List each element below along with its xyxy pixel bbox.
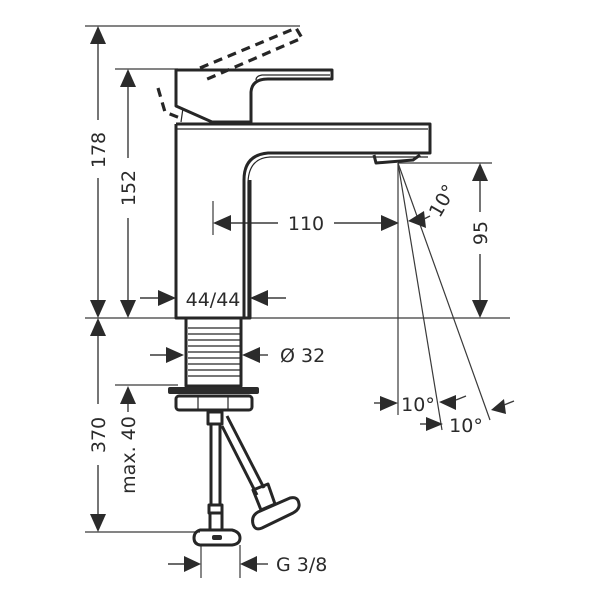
arrow-down-icon xyxy=(472,300,488,318)
arrow-up-icon xyxy=(120,69,136,87)
arrow-up-icon xyxy=(90,318,106,336)
arrow-left-icon xyxy=(439,395,456,410)
faucet-body xyxy=(156,25,432,320)
label-370: 370 xyxy=(88,417,110,453)
arrow-right-icon xyxy=(426,417,443,431)
arrow-left-icon xyxy=(213,215,231,231)
dimension-shank-diameter: Ø 32 xyxy=(150,345,325,367)
dimension-total-height: 178 xyxy=(88,26,110,318)
spout-aerator xyxy=(372,153,421,165)
extension-lines xyxy=(85,25,510,533)
arrow-right-icon xyxy=(380,396,398,411)
dimension-spout-height: 95 xyxy=(470,163,492,318)
label-max-40: max. 40 xyxy=(118,416,140,494)
spray-angle-lines: 10° 10° 10° xyxy=(374,162,515,437)
label-44-44: 44/44 xyxy=(186,289,241,311)
label-152: 152 xyxy=(118,170,140,206)
arrow-left-icon xyxy=(408,211,426,228)
arrow-right-icon xyxy=(184,556,201,572)
hose-nut-angled xyxy=(251,496,301,531)
label-110: 110 xyxy=(288,213,324,235)
dimension-max-counter-thickness: max. 40 xyxy=(118,386,140,494)
arrow-up-icon xyxy=(472,163,488,181)
arrow-up-icon xyxy=(90,26,106,44)
arrow-left-icon xyxy=(242,347,260,363)
arrow-right-icon xyxy=(381,215,399,231)
lever-open-position xyxy=(156,25,305,120)
label-angle-bottom-left: 10° xyxy=(401,394,435,416)
arrow-left-icon xyxy=(491,399,506,414)
label-178: 178 xyxy=(88,132,110,168)
arrow-up-icon xyxy=(120,386,136,404)
label-diameter-32: Ø 32 xyxy=(280,345,325,367)
dimension-connection-thread: G 3/8 xyxy=(168,545,327,578)
label-angle-bottom-right: 10° xyxy=(449,415,483,437)
arrow-down-icon xyxy=(90,514,106,532)
arrow-down-icon xyxy=(90,300,106,318)
label-g-3-8: G 3/8 xyxy=(276,554,327,576)
arrow-left-icon xyxy=(240,556,257,572)
dimension-spout-projection: 110 xyxy=(212,201,399,235)
dimension-base-size: 44/44 xyxy=(140,289,286,311)
threaded-shank xyxy=(184,316,243,388)
arrow-down-icon xyxy=(120,300,136,318)
dimension-below-counter: 370 xyxy=(88,318,110,532)
mounting-nut xyxy=(168,387,259,412)
label-95: 95 xyxy=(470,221,492,245)
lever-handle xyxy=(174,68,334,124)
arrow-right-icon xyxy=(166,347,184,363)
label-angle-top: 10° xyxy=(425,181,461,221)
supply-hose-angled xyxy=(220,415,301,531)
supply-hose-straight xyxy=(192,410,242,547)
dimension-body-height: 152 xyxy=(118,69,140,318)
arrow-right-icon xyxy=(158,290,176,306)
arrow-left-icon xyxy=(250,290,268,306)
hose-nut-straight xyxy=(192,528,242,547)
